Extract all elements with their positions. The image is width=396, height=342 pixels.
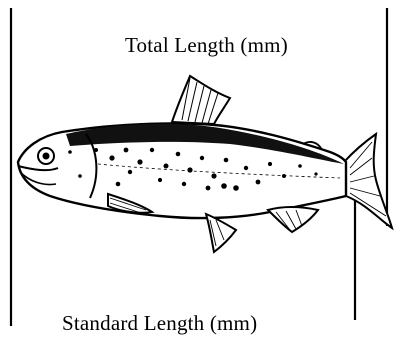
anal-fin	[268, 207, 318, 232]
caudal-fin	[344, 134, 392, 228]
total-length-label: Total Length (mm)	[125, 33, 288, 58]
eye-pupil	[43, 153, 50, 160]
standard-length-label: Standard Length (mm)	[62, 311, 257, 336]
